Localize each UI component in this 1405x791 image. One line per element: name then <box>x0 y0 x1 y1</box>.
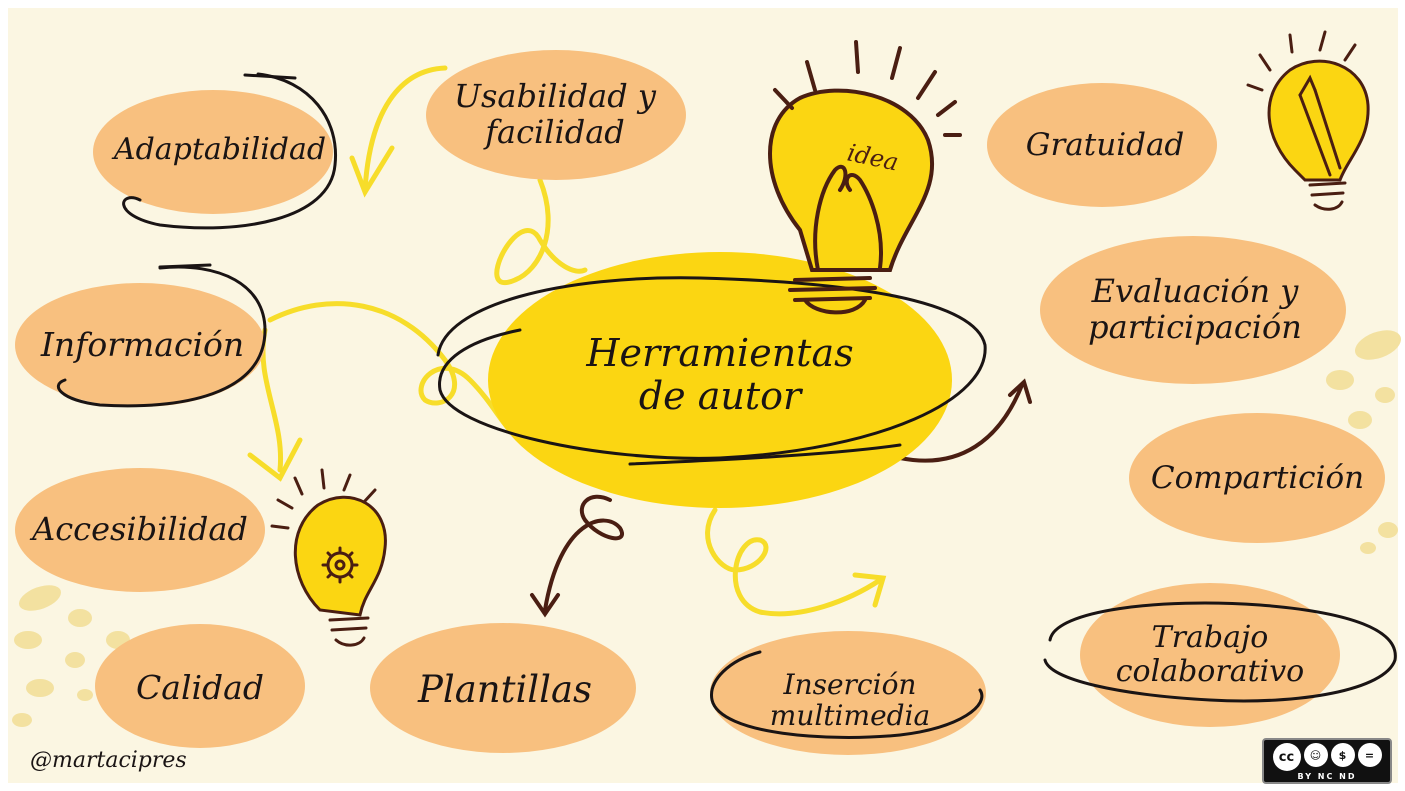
node-evaluacion: Evaluación y participación <box>1088 272 1302 346</box>
pencil-bulb-icon <box>1246 30 1370 211</box>
node-adaptabilidad: Adaptabilidad <box>113 132 327 168</box>
bubble-usabilidad <box>426 50 686 180</box>
node-accesibilidad: Accesibilidad <box>32 510 248 549</box>
node-calidad: Calidad <box>136 667 264 707</box>
bubble-calidad <box>95 624 305 748</box>
connector-usabilidad-center <box>494 177 588 285</box>
bubble-evaluacion <box>1040 236 1346 384</box>
cc-license-badge[interactable]: cc ☺ $ = BY NC ND <box>1262 738 1392 784</box>
by-icon: ☺ <box>1303 743 1328 767</box>
connector-informacion-accesibilidad <box>267 301 513 433</box>
license-text: BY NC ND <box>1297 772 1357 781</box>
decor-dots-right <box>1326 330 1401 554</box>
connector-center-insercion <box>705 507 883 617</box>
connectors-dark <box>530 378 1032 618</box>
nc-icon: $ <box>1330 743 1355 767</box>
bubble-plantillas <box>370 623 636 753</box>
node-usabilidad: Usabilidad y facilidad <box>454 77 656 151</box>
center-label: Herramientas de autor <box>586 331 854 418</box>
node-comparticion: Compartición <box>1150 459 1365 496</box>
bubble-comparticion <box>1129 413 1385 543</box>
bubble-insercion <box>710 631 986 755</box>
bubble-informacion <box>15 283 265 407</box>
bubble-trabajo <box>1080 583 1340 727</box>
author-handle: @martacipres <box>30 748 187 773</box>
node-informacion: Información <box>40 324 245 364</box>
bubble-gratuidad <box>987 83 1217 207</box>
bubble-accesibilidad <box>15 468 265 592</box>
ink-scribbles <box>57 72 1397 739</box>
connector-usabilidad-adaptabilidad <box>362 65 448 193</box>
node-plantillas: Plantillas <box>417 668 593 712</box>
node-gratuidad: Gratuidad <box>1025 126 1185 163</box>
connector-center-plantillas <box>543 494 624 612</box>
bubbles <box>15 50 1385 755</box>
big-bulb-icon: idea <box>768 40 962 315</box>
connector-center-evaluacion <box>898 383 1024 463</box>
node-trabajo: Trabajo colaborativo <box>1115 620 1305 689</box>
node-insercion: Inserción multimedia <box>769 667 931 732</box>
cc-icon: cc <box>1272 743 1301 771</box>
gear-bulb-icon <box>270 468 387 647</box>
nd-icon: = <box>1357 743 1382 767</box>
bubble-adaptabilidad <box>93 90 333 214</box>
